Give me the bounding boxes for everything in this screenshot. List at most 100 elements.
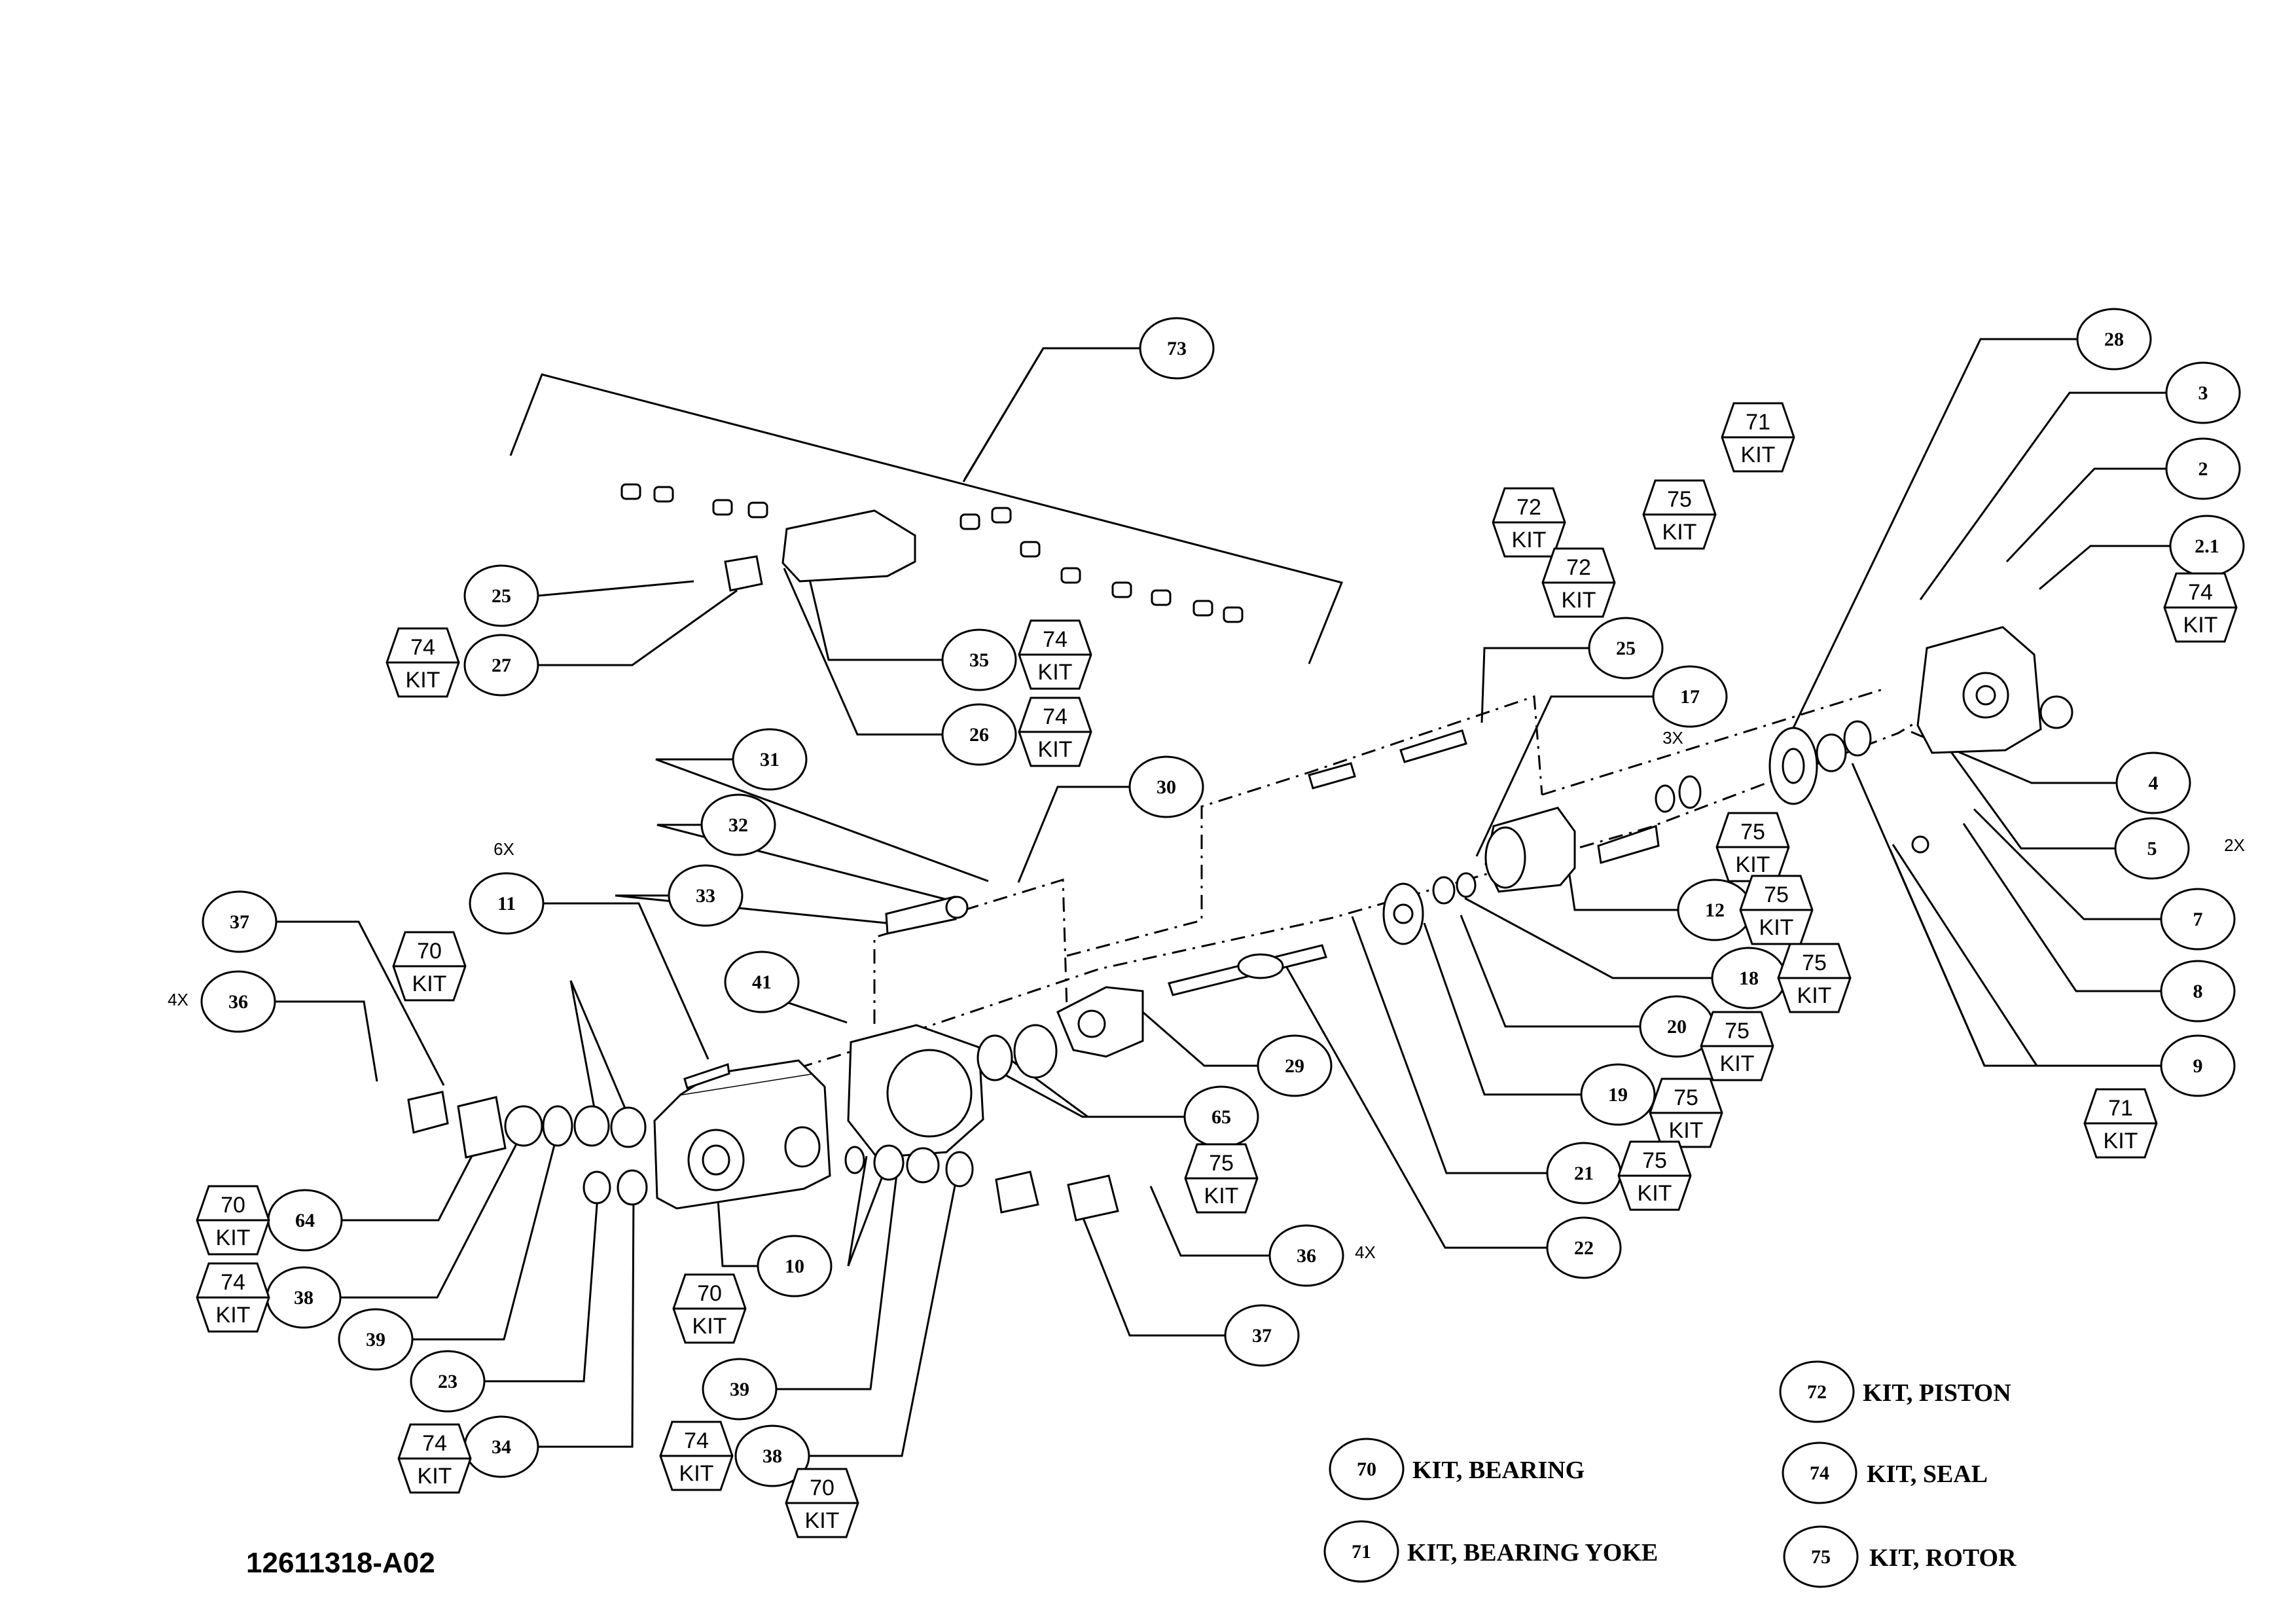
leader-line [569,980,632,1123]
callout-29: 29 [1257,1034,1333,1097]
callout-number: 4 [2149,772,2159,794]
callout-73: 73 [1139,317,1215,380]
leader-line [1475,695,1655,857]
leader-line [963,347,1141,480]
cover-plate-37-left [407,1091,449,1134]
seal-ring [504,1105,543,1147]
callout-number: 12 [1705,899,1725,921]
callout-bubble [1268,1224,1344,1287]
callout-number: 65 [1211,1106,1231,1128]
valve-component [620,483,641,500]
callout-bubble [2160,960,2236,1023]
leader-line [1892,844,2038,1066]
kit-word: KIT [216,1225,251,1250]
legend-num: 72 [1807,1381,1827,1403]
callout-bubble [2114,817,2190,880]
seal-ring [542,1105,573,1147]
leader-line [1851,763,1986,1066]
yoke-bore [1077,1009,1106,1038]
callout-bubble [469,872,545,935]
kit-word: KIT [1720,1051,1755,1076]
kit-word: KIT [1512,528,1547,553]
valve-component [1193,600,1213,617]
callout-number: 36 [228,991,248,1013]
legend-num: 71 [1352,1541,1371,1563]
callout-number: 32 [728,814,748,836]
rear-cover-bore-inner [1975,685,1996,706]
callout-8: 8 [2160,960,2236,1023]
piston-pin-long [1399,729,1467,763]
valve-component [1020,541,1041,558]
callout-65: 65 [1183,1085,1259,1148]
leader-line [1464,897,1713,979]
kit-number: 74 [2188,580,2213,605]
callout-bubble [463,564,539,627]
leader-line [538,589,738,666]
valve-component [712,499,733,516]
valve-component [1111,581,1132,598]
quantity-multiplier: 4X [168,990,188,1009]
seal-ring [1678,775,1702,809]
centerline [873,878,1068,1024]
leader-line [569,980,598,1123]
leader-line [847,1155,868,1267]
leader-line [800,543,942,661]
callout-number: 3 [2198,382,2208,404]
valve-component [747,501,768,518]
callout-number: 35 [969,649,989,671]
legend-item-piston-kit: 72 KIT, PISTON [1779,1360,2011,1423]
callout-number: 18 [1739,968,1759,989]
callout-number: 28 [2104,329,2124,350]
valve-component [1223,606,1244,623]
callout-bubble [202,890,278,953]
legend-item-bearing-yoke-kit: 71 KIT, BEARING YOKE [1323,1520,1658,1583]
kit-number: 70 [221,1193,245,1218]
callout-23: 23 [410,1350,486,1413]
shaft-spline [1237,953,1284,979]
callout-number: 64 [295,1210,315,1231]
legend-num: 74 [1810,1462,1829,1484]
callout-bubble [941,703,1017,766]
callout-number: 9 [2193,1055,2203,1077]
kit-number: 75 [1642,1148,1667,1173]
kit-number: 70 [810,1476,834,1500]
leader-line [775,1174,898,1390]
callout-20: 20 [1639,995,1715,1058]
callout-number: 5 [2147,838,2157,860]
callout-17: 17 [1652,665,1728,728]
kit-number: 72 [1516,495,1541,520]
callout-bubble [1128,755,1204,818]
callout-2: 2 [2165,437,2241,500]
callout-28: 28 [2076,308,2152,371]
valve-component [1060,567,1081,584]
rotor-spring [1597,824,1660,864]
cylinder-block-face [1484,826,1526,889]
callout-7: 7 [2160,888,2236,951]
callout-25: 25 [1588,617,1664,680]
callout-bubble [2165,361,2241,424]
callout-4: 4 [2115,752,2191,814]
cover-plate-64 [457,1096,507,1159]
seal-ring [1432,876,1456,905]
callout-64: 64 [267,1189,343,1252]
leader-line [2039,545,2170,590]
callout-30: 30 [1128,755,1204,818]
leader-line [1480,647,1590,723]
leader-line [1351,916,1549,1174]
leader-line [1889,849,2162,1067]
centerline [1066,695,1543,957]
leader-line [1566,857,1679,911]
legend-text: KIT, BEARING YOKE [1407,1539,1658,1567]
seal-ring [906,1147,940,1184]
callout-bubble [732,728,808,791]
kit-number: 72 [1566,555,1591,580]
callout-bubble [941,628,1017,691]
seal-ring [1816,733,1847,772]
